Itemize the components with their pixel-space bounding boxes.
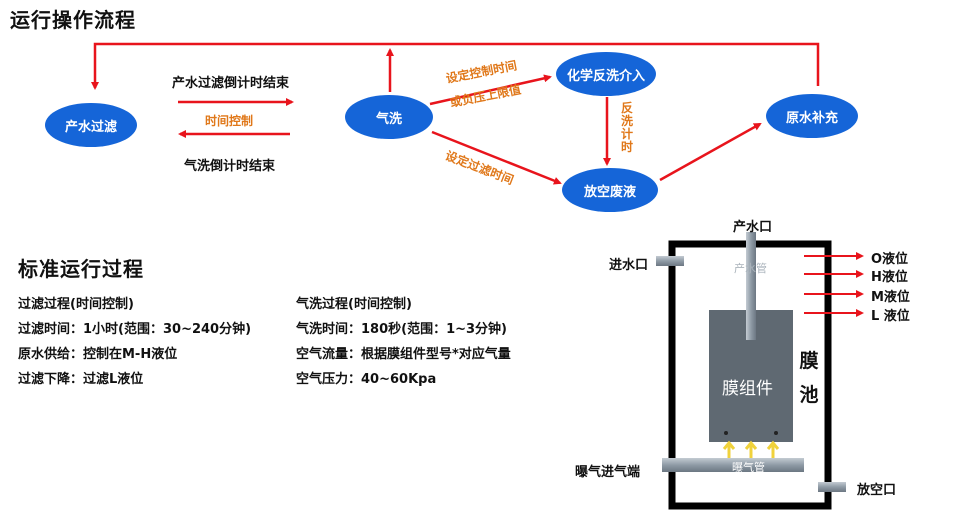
to-chem-arrow [429, 74, 552, 106]
aeration-pipe [662, 458, 804, 472]
loop-arrow [91, 42, 820, 90]
level-label-h: H液位 [871, 270, 908, 285]
label-filter-countdown: 产水过滤倒计时结束 [172, 76, 290, 91]
label-air-countdown: 气洗倒计时结束 [184, 159, 276, 174]
node-production: 产水过滤 [45, 103, 137, 147]
process-left-list: 过滤过程(时间控制) 过滤时间：1小时(范围：30~240分钟) 原水供给：控制… [18, 293, 251, 393]
aeration-arrows [722, 440, 780, 458]
node-drain: 放空废液 [562, 168, 658, 212]
label-outlet-pipe: 产水管 [734, 262, 767, 275]
label-aeration-inlet: 曝气进气端 [575, 465, 641, 480]
outlet-pipe [746, 232, 756, 340]
to-drain-arrow [431, 130, 562, 185]
process-left-0: 过滤过程(时间控制) [18, 297, 134, 312]
process-left-1: 过滤时间：1小时(范围：30~240分钟) [18, 322, 252, 337]
drain-to-refill-arrow [659, 122, 762, 182]
standard-title: 标准运行过程 [18, 257, 144, 281]
label-outlet: 产水口 [733, 220, 773, 235]
node-chem-wash: 化学反洗介入 [556, 52, 656, 96]
process-right-0: 气洗过程(时间控制) [296, 297, 412, 312]
label-aeration-pipe: 曝气管 [732, 461, 765, 474]
drain-pipe [818, 482, 846, 492]
flow-title: 运行操作流程 [10, 8, 136, 32]
node-air-wash: 气洗 [345, 95, 433, 139]
process-left-2: 原水供给：控制在M-H液位 [18, 347, 178, 362]
level-label-l: L 液位 [871, 309, 910, 324]
label-inlet: 进水口 [609, 258, 649, 273]
label-drain-port: 放空口 [857, 483, 897, 498]
label-module: 膜组件 [722, 379, 773, 399]
process-right-list: 气洗过程(时间控制) 气洗时间：180秒(范围：1~3分钟) 空气流量：根据膜组… [296, 293, 511, 393]
label-time-control: 时间控制 [205, 114, 254, 128]
process-right-3: 空气压力：40~60Kpa [296, 372, 437, 387]
node-refill: 原水补充 [766, 94, 858, 138]
level-label-o: O液位 [871, 252, 909, 267]
process-left-3: 过滤下降：过滤L液位 [18, 372, 144, 387]
process-right-1: 气洗时间：180秒(范围：1~3分钟) [296, 322, 508, 337]
label-backwash-timing: 反洗计时 [620, 101, 633, 154]
process-right-2: 空气流量：根据膜组件型号*对应气量 [296, 347, 511, 362]
inlet-pipe [656, 256, 684, 266]
level-label-m: M液位 [871, 290, 910, 305]
label-tank: 膜池 [799, 350, 819, 406]
